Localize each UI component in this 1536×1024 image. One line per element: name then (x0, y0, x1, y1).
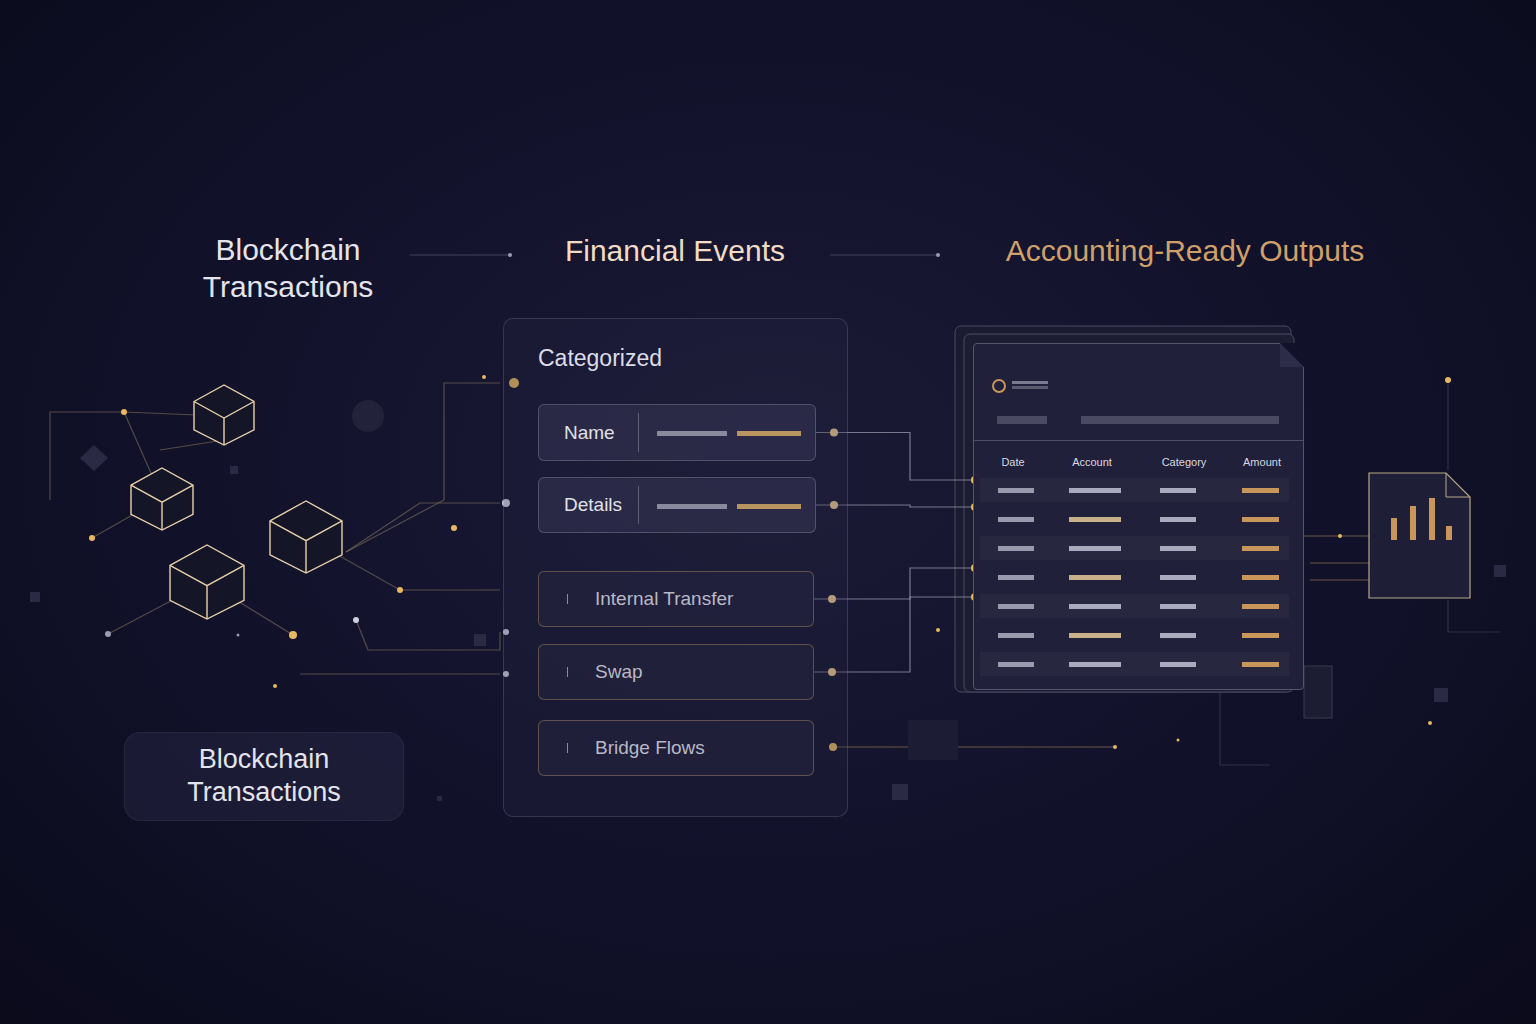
cell-bar (1242, 662, 1279, 667)
ledger-document: DateAccount CategoryAmount (973, 343, 1304, 690)
back-sheets (955, 326, 1332, 718)
cell-bar (1242, 488, 1279, 493)
cell-bar (1160, 488, 1196, 493)
field-row: Name (538, 404, 816, 461)
tick (567, 667, 568, 677)
cell-bar (998, 662, 1034, 667)
header-bar (997, 416, 1047, 424)
node-text: Swap (595, 661, 643, 683)
cell-bar (1160, 546, 1196, 551)
header-bar (1081, 416, 1279, 424)
cell-bar (998, 546, 1034, 551)
cell-bar (1242, 546, 1279, 551)
heading: Accounting-Ready Outputs (955, 233, 1415, 270)
field-row: Details (538, 477, 816, 533)
cube (194, 385, 254, 445)
cell-bar (1160, 517, 1196, 522)
cell-bar (1069, 488, 1121, 493)
logo-bars (1012, 381, 1048, 384)
cube-link (346, 503, 500, 552)
cube (170, 545, 244, 619)
cell-bar (1160, 604, 1196, 609)
panel-heading: Categorized (538, 345, 662, 372)
bridge-line (833, 746, 1115, 747)
source-box: Blockchain Transactions (124, 732, 404, 821)
cell-bar (1069, 517, 1121, 522)
category-item: Swap (538, 644, 814, 700)
column-header: Account (1052, 456, 1132, 468)
category-panel: CategorizedNameDetailsInternal TransferS… (503, 318, 848, 817)
node-text: Bridge Flows (595, 737, 705, 759)
cell-bar (1069, 546, 1121, 551)
cube-edge (170, 565, 244, 619)
column-header: Category (1144, 456, 1224, 468)
heading: Blockchain Transactions (178, 232, 398, 305)
cube (131, 468, 193, 530)
node-text: Name (564, 422, 615, 444)
value-bar (657, 431, 727, 436)
cube-edge (131, 485, 193, 530)
heading: Financial Events (495, 233, 855, 270)
column-header: Amount (1222, 456, 1302, 468)
node-text: Details (564, 494, 622, 516)
category-item: Internal Transfer (538, 571, 814, 627)
cube-link (346, 383, 500, 552)
value-bar (657, 504, 727, 509)
value-bar (737, 431, 801, 436)
node-text: Internal Transfer (595, 588, 733, 610)
cell-bar (1242, 517, 1279, 522)
cube-edge (270, 521, 342, 573)
rule (974, 440, 1303, 441)
cell-bar (998, 575, 1034, 580)
cell-bar (998, 633, 1034, 638)
cell-bar (1069, 662, 1121, 667)
cube-edge (194, 402, 254, 446)
cell-bar (998, 517, 1034, 522)
cell-bar (1069, 633, 1121, 638)
fold (1280, 343, 1304, 367)
tick (567, 743, 568, 753)
tick (567, 594, 568, 604)
cube-link (92, 412, 500, 635)
cell-bar (1160, 633, 1196, 638)
cell-bar (1160, 662, 1196, 667)
cube (270, 501, 342, 573)
cell-bar (1242, 633, 1279, 638)
node-text: Blockchain Transactions (125, 733, 403, 809)
chart-doc (1369, 473, 1470, 598)
cell-bar (1069, 575, 1121, 580)
cell-bar (1242, 604, 1279, 609)
cube-link (300, 620, 500, 674)
cell-bar (998, 488, 1034, 493)
cell-bar (1242, 575, 1279, 580)
column-header: Date (973, 456, 1053, 468)
blur-dot (352, 400, 384, 432)
divider (638, 486, 639, 524)
cell-bar (1160, 575, 1196, 580)
cubes (131, 385, 342, 619)
category-item: Bridge Flows (538, 720, 814, 776)
divider (638, 413, 639, 452)
cell-bar (1069, 604, 1121, 609)
logo-mark (992, 379, 1006, 393)
cell-bar (998, 604, 1034, 609)
value-bar (737, 504, 801, 509)
